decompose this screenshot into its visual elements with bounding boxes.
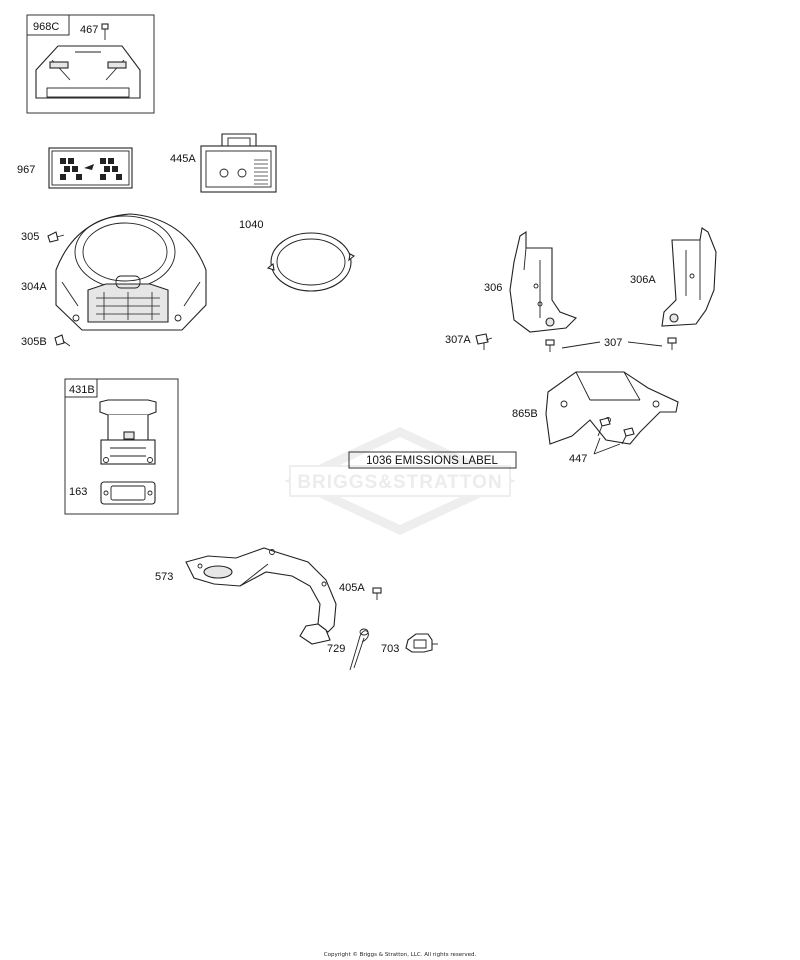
kit-box-431b: 431B 163: [64, 378, 179, 515]
leader-307-right: [627, 341, 663, 347]
watermark-text: BRIGGS&STRATTON: [297, 472, 502, 493]
callout-729: 729: [327, 643, 345, 655]
part-573-baffle: [185, 547, 337, 645]
leader-447-b: [593, 443, 621, 455]
part-307a-screw: [475, 333, 493, 350]
callout-304a: 304A: [21, 281, 47, 293]
callout-307a: 307A: [445, 334, 471, 346]
part-447-screws: [597, 417, 635, 445]
callout-467: 467: [80, 24, 98, 36]
part-1040-gasket: [266, 232, 356, 292]
callout-305: 305: [21, 231, 39, 243]
part-304a-blower-housing: [55, 213, 207, 331]
part-968c-cover: [35, 45, 141, 99]
callout-163: 163: [69, 486, 87, 498]
callout-967: 967: [17, 164, 35, 176]
part-467-screw: [101, 23, 109, 40]
part-305b-screw: [54, 334, 71, 347]
callout-405a: 405A: [339, 582, 365, 594]
callout-305b: 305B: [21, 336, 47, 348]
leader-307-left: [561, 341, 601, 349]
part-865b-cover: [545, 371, 679, 445]
callout-447: 447: [569, 453, 587, 465]
callout-306a: 306A: [630, 274, 656, 286]
part-307-screws: [545, 337, 677, 352]
part-306a-shield: [661, 227, 717, 327]
copyright-text: Copyright © Briggs & Stratton, LLC. All …: [324, 951, 477, 958]
callout-431b: 431B: [69, 384, 95, 396]
callout-307: 307: [604, 337, 622, 349]
watermark: BRIGGS&STRATTON: [284, 427, 516, 535]
callout-968c: 968C: [33, 21, 59, 33]
emissions-label-box: 1036 EMISSIONS LABEL: [348, 451, 517, 469]
part-967-decal: [48, 147, 133, 189]
part-703-clamp: [405, 633, 438, 653]
leader-447-a: [593, 437, 601, 455]
callout-865b: 865B: [512, 408, 538, 420]
callout-573: 573: [155, 571, 173, 583]
callout-1040: 1040: [239, 219, 263, 231]
part-306-shield: [509, 230, 577, 333]
part-163-gasket: [100, 481, 156, 505]
part-305-screw: [47, 231, 65, 243]
part-729-clip: [349, 628, 369, 671]
part-431b-body: [99, 399, 157, 465]
part-445a-air-filter: [200, 133, 277, 193]
part-405a-screw: [372, 587, 382, 600]
callout-306: 306: [484, 282, 502, 294]
callout-703: 703: [381, 643, 399, 655]
emissions-label-text: 1036 EMISSIONS LABEL: [366, 455, 498, 467]
callout-445a: 445A: [170, 153, 196, 165]
kit-box-968c: 968C 467: [26, 14, 155, 114]
